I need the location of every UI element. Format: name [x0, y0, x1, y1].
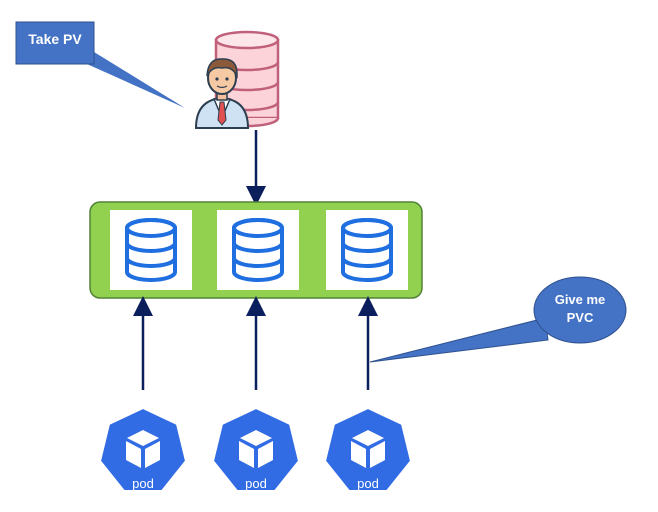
pod-3 [323, 406, 413, 492]
cube-icon [126, 430, 160, 468]
persistent-volume-2 [217, 210, 299, 290]
kubernetes-pod-icon [98, 406, 188, 492]
persistent-volume-1 [110, 210, 192, 290]
pod-3-label: pod [357, 476, 379, 491]
kubernetes-pod-icon [323, 406, 413, 492]
give-me-pvc-line-1: Give me [554, 292, 606, 307]
pod-2 [211, 406, 301, 492]
pod-2-label: pod [245, 476, 267, 491]
give-me-pvc-callout [369, 276, 627, 363]
take-pv-label: Take PV [28, 31, 82, 47]
cube-icon [239, 430, 273, 468]
database-icon [341, 218, 393, 282]
kubernetes-pod-icon [211, 406, 301, 492]
pod-1 [98, 406, 188, 492]
cube-icon [351, 430, 385, 468]
give-me-pvc-label: Give me PVC [537, 291, 623, 327]
take-pv-callout [15, 21, 185, 108]
admin-database-icon [194, 30, 280, 129]
persistent-volume-3 [326, 210, 408, 290]
give-me-pvc-line-2: PVC [566, 310, 594, 325]
database-icon [125, 218, 177, 282]
pod-1-label: pod [132, 476, 154, 491]
persistent-volume-pool [89, 201, 423, 299]
admin-user-icon [194, 58, 250, 129]
database-icon [232, 218, 284, 282]
